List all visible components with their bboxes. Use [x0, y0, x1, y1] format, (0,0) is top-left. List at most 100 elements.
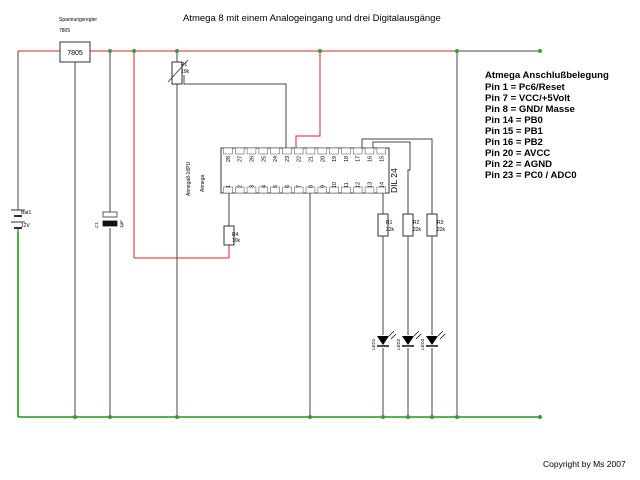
chip-pin-top-number: 20 — [320, 156, 326, 162]
r3-value: 22k — [437, 227, 446, 233]
capacitor-value: 1µF — [119, 220, 124, 228]
chip-pin-top-number: 17 — [356, 156, 362, 162]
led1-label: LED1 — [371, 338, 376, 350]
pinout-panel: Atmega Anschlußbelegung Pin 1 = Pc6/Rese… — [485, 70, 609, 181]
chip-pin-top-number: 18 — [344, 156, 350, 162]
chip-pin-bottom-box — [282, 186, 292, 194]
regulator-heading: Spannungsregler — [59, 17, 97, 23]
chip-pin-top-number: 28 — [226, 156, 232, 162]
chip-pin-top-box — [376, 147, 386, 155]
chip-pin-bottom-box — [223, 186, 233, 194]
regulator-type: 7805 — [67, 50, 83, 57]
pinout-line: Pin 16 = PB2 — [485, 137, 543, 148]
chip-pin-bottom-number: 3 — [250, 185, 256, 188]
diagram-title: Atmega 8 mit einem Analogeingang und dre… — [183, 13, 441, 24]
chip-pin-bottom-box — [341, 186, 351, 194]
r4-name: R4 — [232, 232, 239, 238]
chip-pin-top-number: 19 — [332, 156, 338, 162]
chip-pin-top-box — [317, 147, 327, 155]
pinout-line: Pin 23 = PC0 / ADC0 — [485, 170, 577, 181]
chip-pin-top-box — [235, 147, 245, 155]
chip-pin-top-box — [341, 147, 351, 155]
led3-icon — [426, 330, 446, 347]
potentiometer-arrow — [167, 59, 189, 83]
regulator-box — [59, 41, 91, 63]
resistor-r2 — [402, 213, 414, 237]
r1-name: R1 — [386, 220, 393, 226]
chip-package: DIL 24 — [389, 168, 399, 193]
chip-family: Atmega — [200, 175, 206, 192]
battery-symbol — [11, 209, 25, 232]
regulator-label: 7805 — [59, 28, 70, 34]
chip-pin-top-number: 26 — [250, 156, 256, 162]
chip-pin-bottom-box — [235, 186, 245, 194]
potentiometer-value: 10k — [181, 69, 190, 75]
chip-pin-top-box — [282, 147, 292, 155]
pinout-heading: Atmega Anschlußbelegung — [485, 70, 609, 81]
battery-voltage: 12V — [21, 223, 31, 229]
chip-pin-bottom-box — [305, 186, 316, 194]
chip-body — [220, 147, 390, 194]
chip-pin-top-box — [364, 147, 375, 155]
battery-name: Bat1 — [21, 210, 32, 216]
chip-pin-bottom-box — [258, 186, 268, 194]
chip-pin-top-box — [223, 147, 233, 155]
r3-name: R3 — [437, 220, 444, 226]
pinout-line: Pin 8 = GND/ Masse — [485, 104, 575, 115]
r1-value: 22k — [386, 227, 395, 233]
chip-pin-top-number: 16 — [368, 156, 374, 162]
chip-pin-top-box — [329, 147, 339, 155]
chip-pin-top-box — [258, 147, 268, 155]
pinout-line: Pin 14 = PB0 — [485, 115, 543, 126]
chip-name: Atmega8-16PU — [186, 161, 192, 196]
chip-pin-top-number: 23 — [285, 156, 291, 162]
pinout-line: Pin 7 = VCC/+5Volt — [485, 93, 571, 104]
pot-wiper-wire — [183, 75, 287, 148]
chip-pin-bottom-box — [364, 186, 375, 194]
chip-pin-bottom-number: 14 — [379, 182, 385, 188]
chip-pin-top-box — [293, 147, 304, 155]
chip-pin-bottom-number: 5 — [273, 185, 279, 188]
pin16-wire — [361, 138, 433, 214]
chip-pin-bottom-number: 7 — [297, 185, 303, 188]
resistor-r4 — [223, 225, 235, 246]
led2-icon — [402, 330, 422, 347]
chip-pin-top-box — [270, 147, 280, 155]
chip-pin-bottom-number: 11 — [344, 182, 350, 188]
resistor-r3 — [426, 213, 438, 237]
potentiometer-name: P1 — [181, 62, 187, 68]
chip-pin-top-box — [352, 147, 363, 155]
chip-pin-bottom-box — [270, 186, 280, 194]
pinout-line: Pin 20 = AVCC — [485, 148, 550, 159]
copyright: Copyright by Ms 2007 — [543, 459, 626, 469]
r2-value: 22k — [413, 227, 422, 233]
chip-pin-bottom-box — [293, 186, 304, 194]
chip-pin-bottom-number: 13 — [368, 182, 374, 188]
capacitor-symbol — [102, 211, 118, 227]
chip-pin-top-number: 22 — [297, 156, 303, 162]
r4-value: 10k — [232, 238, 241, 244]
led3-label: LED3 — [420, 338, 425, 350]
chip-pin-top-number: 21 — [309, 156, 315, 162]
chip-pin-bottom-number: 9 — [320, 185, 326, 188]
chip-pin-bottom-number: 4 — [261, 185, 267, 188]
chip-pin-top-number: 24 — [273, 156, 279, 162]
r2-name: R2 — [413, 220, 420, 226]
resistor-r1 — [377, 213, 389, 237]
chip-pin-bottom-number: 12 — [356, 182, 362, 188]
pinout-line: Pin 15 = PB1 — [485, 126, 544, 137]
chip-pin-top-box — [246, 147, 257, 155]
chip-top-pins: 28 27 26 25 24 23 22 21 20 19 18 17 16 15 — [223, 147, 386, 162]
potentiometer-body — [171, 61, 183, 85]
led1-icon — [377, 330, 397, 347]
led2-label: LED2 — [396, 338, 401, 350]
chip-pin-bottom-box — [317, 186, 327, 194]
chip-pin-top-number: 15 — [379, 156, 385, 162]
chip-pin-bottom-number: 6 — [285, 185, 291, 188]
chip-pin-top-number: 27 — [238, 156, 244, 162]
chip-pin-bottom-number: 8 — [309, 185, 315, 188]
chip-pin-top-number: 25 — [261, 156, 267, 162]
